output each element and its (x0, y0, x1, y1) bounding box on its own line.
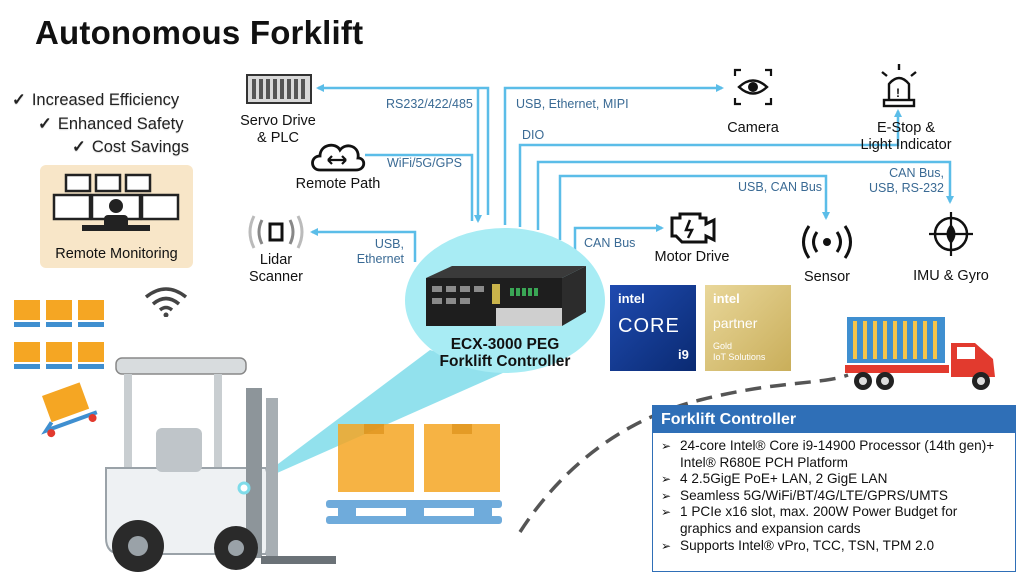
intel-partner-title: partner (713, 315, 758, 331)
spec-item: 1 PCIe x16 slot, max. 200W Power Budget … (661, 504, 1009, 537)
stacked-boxes-icon (14, 300, 104, 438)
spec-item: Seamless 5G/WiFi/BT/4G/LTE/GPRS/UMTS (661, 488, 1009, 505)
controller-device-icon (426, 266, 586, 326)
benefit-efficiency: ✓Increased Efficiency (12, 91, 180, 109)
sensor-connection-line (558, 174, 830, 240)
conn-wifi: WiFi/5G/GPS (387, 156, 463, 170)
estop-light-icon: ! (881, 64, 917, 108)
camera-connection-line (503, 84, 724, 225)
conn-lidar: USB,Ethernet (356, 237, 404, 266)
spec-item: 24-core Intel® Core i9-14900 Processor (… (661, 438, 1009, 471)
servo-label: Servo Drive& PLC (240, 113, 316, 146)
sensor-label: Sensor (804, 269, 850, 285)
remote-monitoring-icon (52, 173, 180, 231)
remote-monitoring-label: Remote Monitoring (55, 246, 178, 262)
conn-motor: CAN Bus (584, 236, 636, 250)
motor-label: Motor Drive (654, 249, 730, 265)
benefit-safety: ✓Enhanced Safety (38, 115, 184, 133)
camera-icon (733, 68, 773, 106)
imu-connection-line (536, 160, 954, 230)
intel-core-brand: intel (618, 291, 645, 306)
intel-partner-tier: Gold (713, 341, 733, 351)
forklift-illustration (105, 357, 336, 572)
wifi-icon (144, 287, 188, 317)
remote-path-connection-line (365, 153, 474, 221)
spec-item: Supports Intel® vPro, TCC, TSN, TPM 2.0 (661, 538, 1009, 555)
motor-connection-line (573, 224, 664, 250)
intel-core-badge: intel CORE i9 (610, 285, 696, 371)
conn-sensor: USB, CAN Bus (738, 180, 823, 194)
spec-item: 4 2.5GigE PoE+ LAN, 2 GigE LAN (661, 471, 1009, 488)
spec-list: 24-core Intel® Core i9-14900 Processor (… (661, 438, 1009, 554)
remote-path-label: Remote Path (295, 176, 381, 192)
lidar-connection-line (310, 228, 417, 262)
camera-label: Camera (727, 120, 779, 136)
conn-imu: CAN Bus,USB, RS-232 (868, 166, 944, 195)
remote-monitoring-card: Remote Monitoring (40, 165, 193, 268)
conn-camera: USB, Ethernet, MIPI (516, 97, 629, 111)
imu-gyro-icon (929, 212, 973, 256)
spec-header: Forklift Controller (653, 406, 1015, 433)
intel-partner-badge: intel partner Gold IoT Solutions (705, 285, 791, 371)
intel-partner-brand: intel (713, 291, 740, 306)
conn-rs232: RS232/422/485 (386, 97, 473, 111)
page-title: Autonomous Forklift (35, 14, 364, 51)
truck-icon (845, 317, 995, 390)
lidar-icon (248, 215, 304, 249)
estop-label: E-Stop &Light Indicator (860, 120, 952, 153)
intel-core-product: CORE (618, 315, 680, 337)
motor-icon (670, 212, 716, 244)
sensor-icon (802, 225, 852, 259)
intel-core-tier: i9 (678, 347, 689, 362)
conn-dio: DIO (522, 128, 545, 142)
cloud-icon (311, 143, 366, 172)
pallet-boxes (326, 424, 502, 524)
svg-text:!: ! (896, 86, 900, 100)
imu-label: IMU & Gyro (913, 268, 989, 284)
benefit-cost: ✓Cost Savings (72, 138, 190, 156)
spec-box: Forklift Controller 24-core Intel® Core … (652, 405, 1016, 572)
servo-connection-line (316, 84, 490, 215)
servo-drive-icon (246, 74, 312, 104)
intel-partner-program: IoT Solutions (713, 352, 766, 362)
controller-beam (250, 350, 505, 485)
estop-connection-line (518, 109, 902, 227)
